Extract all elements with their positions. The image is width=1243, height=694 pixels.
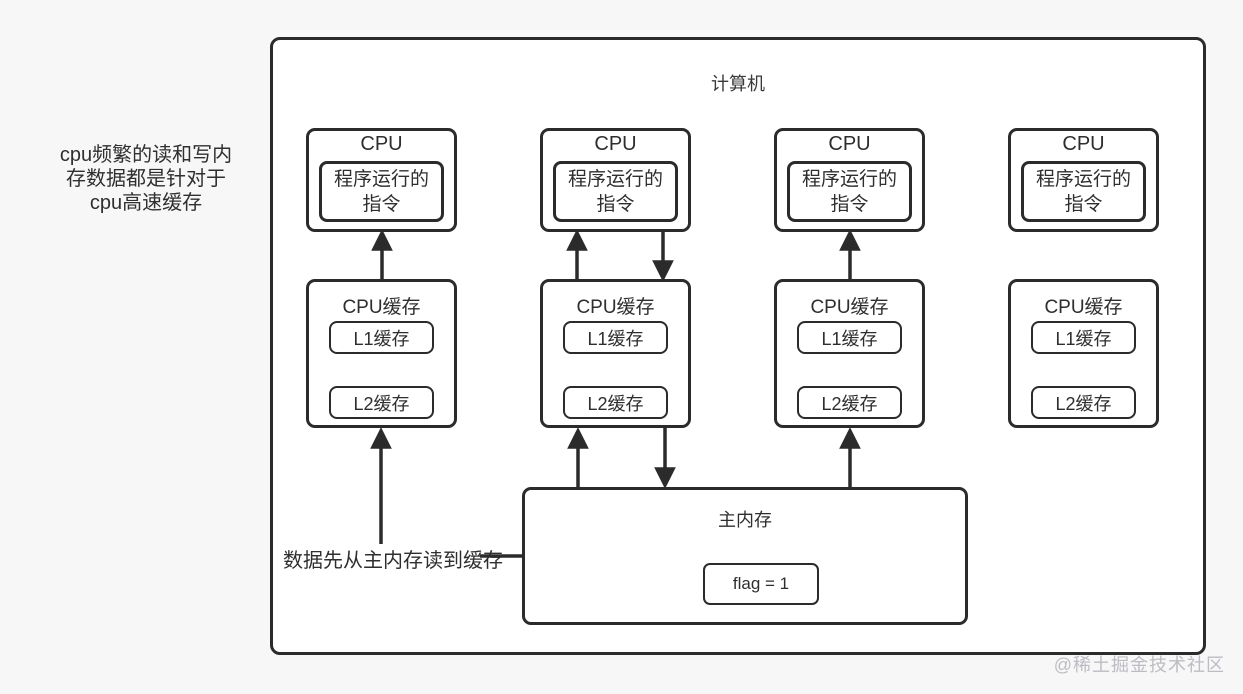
instruction-line-1: 程序运行的: [567, 168, 663, 190]
l1-cache-box: L1缓存: [797, 321, 902, 354]
instruction-line-2: 指令: [596, 193, 635, 215]
instruction-line-2: 指令: [362, 193, 401, 215]
instruction-line-1: 程序运行的: [1035, 168, 1131, 190]
cpu-box-1: CPU 程序运行的 指令: [306, 128, 457, 232]
cpu-cache-box-3: CPU缓存 L1缓存 L2缓存: [774, 279, 925, 428]
bottom-note: 数据先从主内存读到缓存: [283, 550, 503, 572]
instruction-line-2: 指令: [830, 193, 869, 215]
watermark: @稀土掘金技术社区: [1053, 655, 1225, 675]
cpu-instructions-box: 程序运行的 指令: [553, 161, 678, 222]
side-note-line-2: 存数据都是针对于: [66, 168, 226, 190]
flag-value-box: flag = 1: [703, 563, 819, 605]
side-note-line-3: cpu高速缓存: [89, 192, 203, 214]
side-note-line-1: cpu频繁的读和写内: [59, 144, 233, 166]
cpu-cache-box-1: CPU缓存 L1缓存 L2缓存: [306, 279, 457, 428]
cpu-cache-label: CPU缓存: [1044, 297, 1123, 318]
cpu-cache-box-2: CPU缓存 L1缓存 L2缓存: [540, 279, 691, 428]
cpu-label: CPU: [1062, 133, 1105, 155]
l2-cache-box: L2缓存: [797, 386, 902, 419]
side-note: cpu频繁的读和写内 存数据都是针对于 cpu高速缓存: [30, 143, 262, 215]
instruction-line-1: 程序运行的: [801, 168, 897, 190]
l2-cache-box: L2缓存: [329, 386, 434, 419]
main-memory-box: 主内存 flag = 1: [522, 487, 968, 625]
cpu-box-2: CPU 程序运行的 指令: [540, 128, 691, 232]
cpu-cache-label: CPU缓存: [576, 297, 655, 318]
l1-cache-box: L1缓存: [1031, 321, 1136, 354]
cpu-instructions-box: 程序运行的 指令: [787, 161, 912, 222]
computer-title: 计算机: [711, 74, 765, 94]
main-memory-label: 主内存: [718, 510, 772, 530]
cpu-box-4: CPU 程序运行的 指令: [1008, 128, 1159, 232]
cpu-label: CPU: [828, 133, 871, 155]
instruction-line-2: 指令: [1064, 193, 1103, 215]
instruction-line-1: 程序运行的: [333, 168, 429, 190]
l2-cache-box: L2缓存: [1031, 386, 1136, 419]
cpu-instructions-box: 程序运行的 指令: [319, 161, 444, 222]
cpu-instructions-box: 程序运行的 指令: [1021, 161, 1146, 222]
cpu-cache-label: CPU缓存: [810, 297, 889, 318]
cpu-box-3: CPU 程序运行的 指令: [774, 128, 925, 232]
cpu-label: CPU: [360, 133, 403, 155]
cpu-cache-label: CPU缓存: [342, 297, 421, 318]
l2-cache-box: L2缓存: [563, 386, 668, 419]
l1-cache-box: L1缓存: [563, 321, 668, 354]
l1-cache-box: L1缓存: [329, 321, 434, 354]
cpu-label: CPU: [594, 133, 637, 155]
cpu-cache-box-4: CPU缓存 L1缓存 L2缓存: [1008, 279, 1159, 428]
